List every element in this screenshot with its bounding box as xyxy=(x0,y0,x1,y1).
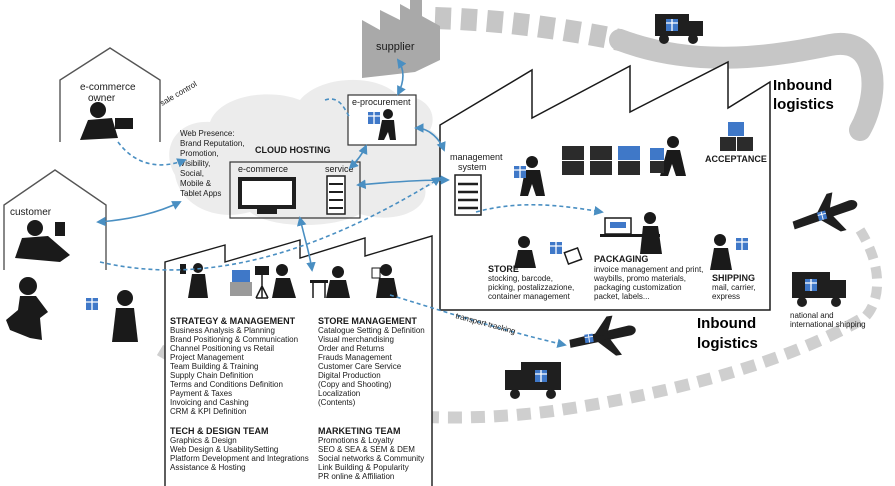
service-label: service xyxy=(325,164,354,174)
office-icons xyxy=(180,263,398,299)
sale-control-label: sale control xyxy=(159,79,199,107)
arrow-eprocurement-to-service xyxy=(348,144,368,170)
ecommerce-label: e-commerce xyxy=(238,164,288,174)
store-management-title: STORE MANAGEMENT xyxy=(318,316,417,326)
packaging-section-text: invoice management and print, waybills, … xyxy=(593,265,706,301)
airplane-icon-right xyxy=(792,192,858,232)
stacked-boxes-icon xyxy=(562,146,640,175)
warehouse-server-icon xyxy=(454,174,482,216)
truck-icon-right xyxy=(792,272,846,307)
transport-tracking-label: transport tracking xyxy=(454,311,516,336)
arrow-transport-tracking xyxy=(389,294,567,348)
e-procurement-person-icon xyxy=(367,109,396,140)
people-handover-icon xyxy=(6,277,138,342)
arrow-customer-to-cloud xyxy=(96,201,182,227)
marketing-team-title: MARKETING TEAM xyxy=(318,426,401,436)
customer-label: customer xyxy=(10,207,52,218)
cloud-hosting-box xyxy=(229,161,361,219)
arrow-owner-to-cloud xyxy=(117,141,187,168)
store-management-list: Catalogue Setting & Definition Visual me… xyxy=(318,326,427,407)
arrow-eprocurement-to-warehouse xyxy=(414,123,446,152)
inbound-logistics-label-mid: Inbound logistics xyxy=(697,315,760,352)
ecommerce-owner-house-icon xyxy=(59,47,161,142)
arrow-service-to-warehouse xyxy=(356,175,450,190)
flow-arrows xyxy=(96,58,604,348)
shipping-section-title: SHIPPING xyxy=(712,273,755,283)
truck-icon xyxy=(655,14,703,44)
store-section-title: STORE xyxy=(488,264,519,274)
monitor-icon xyxy=(238,177,296,214)
web-presence-text: Web Presence: Brand Reputation, Promotio… xyxy=(180,129,247,198)
tech-design-title: TECH & DESIGN TEAM xyxy=(170,426,269,436)
shipping-section-text: mail, carrier, express xyxy=(712,283,758,301)
server-icon xyxy=(326,175,346,215)
arrow-supplier-to-eprocurement xyxy=(396,58,407,96)
management-system-label: management system xyxy=(450,152,505,172)
logistics-road xyxy=(156,7,884,424)
arrow-cloud-to-office xyxy=(297,216,316,272)
arrow-server-to-store xyxy=(475,203,604,216)
strategy-management-title: STRATEGY & MANAGEMENT xyxy=(170,316,296,326)
shipping-worker-icon xyxy=(710,234,749,270)
arrow-to-acceptance xyxy=(324,98,351,119)
worker-carrying-icon xyxy=(513,156,545,196)
packaging-section-title: PACKAGING xyxy=(594,254,648,264)
national-shipping-label: national and international shipping xyxy=(790,311,866,329)
supplier-factory-icon xyxy=(362,0,440,78)
store-worker-icon xyxy=(514,236,583,268)
acceptance-label: ACCEPTANCE xyxy=(705,154,767,164)
arrow-customer-to-warehouse xyxy=(99,176,442,271)
strategy-management-list: Business Analysis & Planning Brand Posit… xyxy=(170,326,300,416)
supplier-label: supplier xyxy=(376,41,415,53)
customer-house-icon xyxy=(3,169,107,270)
packaging-station-icon xyxy=(600,212,662,254)
store-section-text: stocking, barcode, picking, postalizzazi… xyxy=(488,274,577,301)
inbound-logistics-label-top: Inbound logistics xyxy=(773,77,836,113)
hand-truck-icon xyxy=(650,136,686,176)
marketing-team-list: Promotions & Loyalty SEO & SEA & SEM & D… xyxy=(318,436,427,481)
e-procurement-label: e-procurement xyxy=(352,97,411,107)
acceptance-boxes-icon xyxy=(720,122,753,151)
warehouse-building xyxy=(439,60,771,311)
ecommerce-owner-label: e-commerce owner xyxy=(80,82,138,104)
airplane-icon-bottom xyxy=(569,315,636,356)
truck-icon-bottom xyxy=(505,362,561,399)
tech-design-list: Graphics & Design Web Design & Usability… xyxy=(170,436,311,472)
cloud-hosting-title: CLOUD HOSTING xyxy=(255,145,331,155)
